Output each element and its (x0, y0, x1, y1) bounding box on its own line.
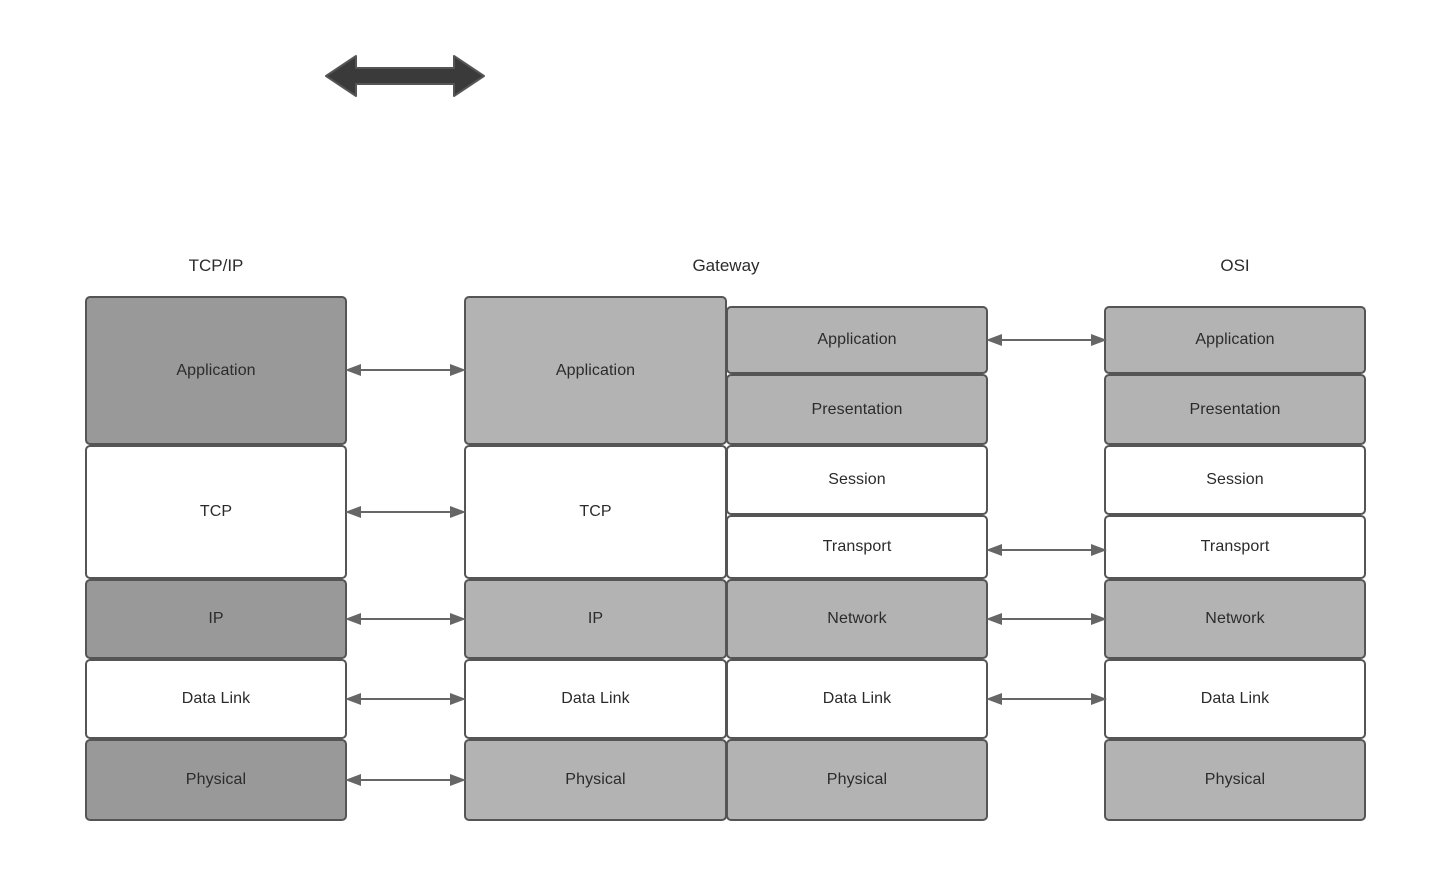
layer-gateway-osi-presentation[interactable]: Presentation (726, 374, 988, 445)
column-header-osi: OSI (1220, 256, 1250, 275)
column-header-tcpip: TCP/IP (188, 256, 244, 275)
layer-gateway-osi-application[interactable]: Application (726, 306, 988, 374)
layer-gateway-osi-session[interactable]: Session (726, 445, 988, 515)
layer-osi-transport[interactable]: Transport (1104, 515, 1366, 579)
layer-gateway-osi-physical[interactable]: Physical (726, 739, 988, 821)
bidirectional-arrow-icon (322, 50, 488, 102)
connector-arrow-tcpip-gateway-data-link (345, 690, 466, 708)
connector-arrow-gateway-osi-network (986, 610, 1107, 628)
connector-arrow-tcpip-gateway-physical (345, 771, 466, 789)
connector-arrow-tcpip-gateway-tcp (345, 503, 466, 521)
layer-osi-network[interactable]: Network (1104, 579, 1366, 659)
layer-osi-presentation[interactable]: Presentation (1104, 374, 1366, 445)
layer-tcpip-physical[interactable]: Physical (85, 739, 347, 821)
layer-osi-application[interactable]: Application (1104, 306, 1366, 374)
layer-gateway-application[interactable]: Application (464, 296, 727, 445)
layer-tcpip-ip[interactable]: IP (85, 579, 347, 659)
connector-arrow-tcpip-gateway-ip (345, 610, 466, 628)
layer-osi-session[interactable]: Session (1104, 445, 1366, 515)
layer-gateway-data-link[interactable]: Data Link (464, 659, 727, 739)
layer-osi-physical[interactable]: Physical (1104, 739, 1366, 821)
layer-gateway-osi-network[interactable]: Network (726, 579, 988, 659)
layer-gateway-physical[interactable]: Physical (464, 739, 727, 821)
layer-gateway-osi-data-link[interactable]: Data Link (726, 659, 988, 739)
layer-tcpip-data-link[interactable]: Data Link (85, 659, 347, 739)
layer-osi-data-link[interactable]: Data Link (1104, 659, 1366, 739)
column-header-gateway: Gateway (692, 256, 760, 275)
connector-arrow-gateway-osi-data-link (986, 690, 1107, 708)
layer-gateway-tcp[interactable]: TCP (464, 445, 727, 579)
layer-tcpip-tcp[interactable]: TCP (85, 445, 347, 579)
connector-arrow-tcpip-gateway-application (345, 361, 466, 379)
connector-arrow-gateway-osi-application (986, 331, 1107, 349)
connector-arrow-gateway-osi-transport (986, 541, 1107, 559)
layer-tcpip-application[interactable]: Application (85, 296, 347, 445)
layer-gateway-osi-transport[interactable]: Transport (726, 515, 988, 579)
layer-gateway-ip[interactable]: IP (464, 579, 727, 659)
